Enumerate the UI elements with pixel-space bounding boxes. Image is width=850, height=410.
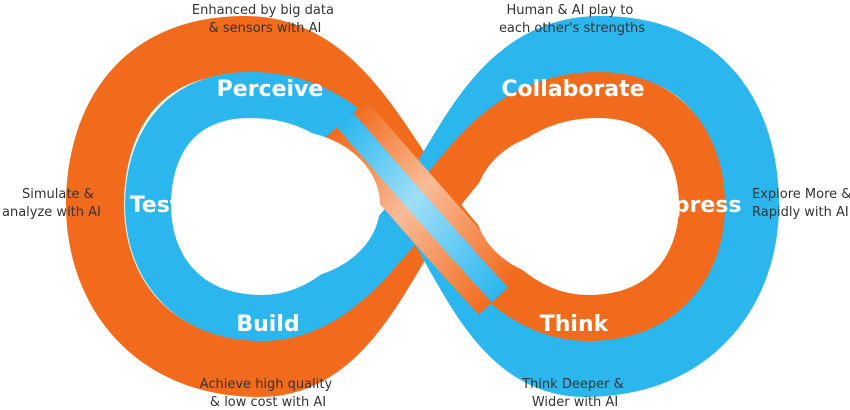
right-loop-orange-band (409, 72, 725, 341)
stage-collaborate: Collaborate (501, 77, 644, 102)
right-loop-hole (475, 130, 665, 280)
right-loop (396, 16, 779, 397)
left-loop-hole (190, 130, 380, 280)
note-build: Achieve high quality & low cost with AI (200, 377, 337, 410)
note-express: Explore More & Rapidly with AI (752, 187, 850, 220)
crossing-band (323, 100, 522, 315)
stage-build: Build (236, 312, 299, 337)
left-loop-orange-band (66, 16, 454, 397)
left-loop-blue-band (125, 72, 441, 341)
stage-think: Think (540, 312, 610, 337)
right-loop-blue-band (396, 16, 779, 397)
note-think: Think Deeper & Wider with AI (521, 377, 628, 410)
left-loop (66, 16, 454, 397)
note-test: Simulate & analyze with AI (2, 187, 101, 220)
stage-test: Test (130, 193, 181, 218)
stage-express: Express (645, 193, 742, 218)
stage-perceive: Perceive (217, 77, 324, 102)
note-collaborate: Human & AI play to each other's strength… (499, 3, 645, 36)
note-perceive: Enhanced by big data & sensors with AI (192, 3, 338, 36)
